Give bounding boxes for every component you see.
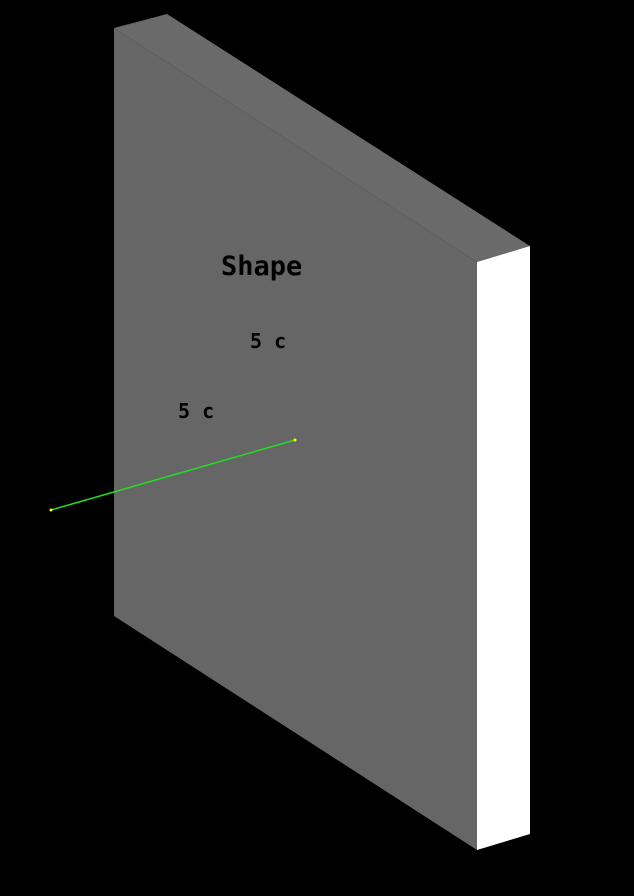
dimension-label-2: 5 c (178, 399, 215, 423)
slab-top-face (114, 14, 530, 262)
leader-line (50, 439, 296, 511)
leader-start-point (49, 508, 53, 512)
leader-end-point (293, 438, 297, 442)
shape-title-label: Shape (221, 251, 303, 282)
dimension-label-1: 5 c (250, 329, 287, 353)
slab-side-face (477, 246, 530, 850)
